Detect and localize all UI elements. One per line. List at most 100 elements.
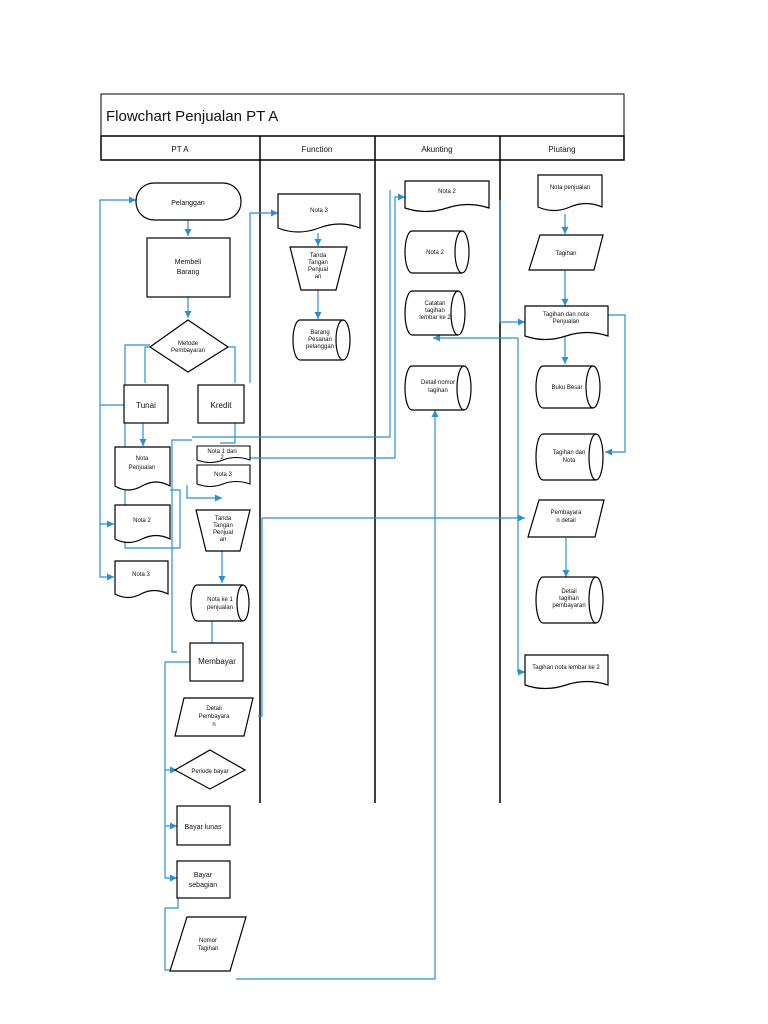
svg-text:Pesanan: Pesanan: [308, 337, 332, 343]
node-bayar-lunas: Bayar lunas: [176, 805, 231, 846]
svg-text:Pembayara: Pembayara: [551, 510, 582, 516]
svg-text:Nota: Nota: [136, 456, 149, 462]
svg-text:Nota: Nota: [563, 458, 576, 464]
svg-text:Nota 2: Nota 2: [133, 518, 151, 524]
svg-text:Barang: Barang: [177, 269, 200, 276]
svg-text:an: an: [220, 537, 227, 543]
svg-text:Penjual: Penjual: [213, 530, 233, 536]
svg-text:Periode bayar: Periode bayar: [191, 769, 228, 775]
node-tagihan-nota-lembar2: Tagihan nota lembar ke 2: [524, 654, 609, 690]
node-nota2-doc-akunting: Nota 2: [404, 180, 490, 213]
svg-text:n detail: n detail: [556, 518, 575, 524]
node-catatan-tagihan: Catatan tagihan lembar ke 2: [404, 290, 466, 336]
svg-text:Nota 2: Nota 2: [426, 250, 444, 256]
svg-text:Tagihan dan: Tagihan dan: [553, 450, 586, 456]
svg-text:pelanggan: pelanggan: [306, 344, 334, 350]
lane-header-akunting: Akunting: [421, 145, 452, 154]
svg-text:Penjual: Penjual: [308, 267, 328, 273]
lane-header-row: PT A Function Akunting Piutang: [100, 135, 625, 161]
svg-text:Nota 1 dan: Nota 1 dan: [207, 449, 236, 455]
svg-text:Membeli: Membeli: [175, 259, 202, 266]
node-buku-besar: Buku Besar: [535, 365, 601, 409]
lane-header-pta: PT A: [171, 145, 189, 154]
svg-text:Nomor: Nomor: [199, 938, 217, 944]
node-tagihan-nota-penjualan: Tagihan dan nota Penjualan: [524, 305, 609, 341]
svg-text:Tunai: Tunai: [136, 401, 156, 410]
node-nota-ke1-penjualan: Nota ke 1 penjualan: [190, 584, 250, 622]
node-nota-penjualan-piutang: Nota penjualan: [537, 174, 603, 212]
svg-text:Tagihan: Tagihan: [197, 946, 218, 952]
page-title: Flowchart Penjualan PT A: [106, 108, 278, 125]
svg-text:Bayar: Bayar: [194, 872, 213, 879]
node-nota3-pta: Nota 3: [114, 560, 169, 599]
svg-text:Tangan: Tangan: [308, 260, 328, 266]
svg-text:Tagihan nota lembar ke 2: Tagihan nota lembar ke 2: [532, 665, 600, 671]
svg-text:an: an: [315, 274, 322, 280]
node-tanda-tangan-pta: Tanda Tangan Penjual an: [195, 509, 251, 552]
node-pelanggan: Pelanggan: [135, 182, 242, 221]
svg-text:pembayaran: pembayaran: [552, 603, 585, 609]
node-periode-bayar: Periode bayar: [173, 749, 247, 790]
node-detail-tagihan-pembayaran: Detail tagihan pembayaran: [535, 576, 604, 624]
svg-text:tagihan: tagihan: [559, 596, 579, 602]
svg-text:Nota 3: Nota 3: [214, 472, 232, 478]
svg-text:Penjualan: Penjualan: [553, 319, 580, 325]
node-detail-pembayaran: Detail Pembayara n: [174, 697, 254, 737]
svg-text:Nota 2: Nota 2: [438, 189, 456, 195]
svg-text:Nota penjualan: Nota penjualan: [550, 185, 590, 191]
svg-text:tagihan: tagihan: [425, 308, 445, 314]
node-membeli-barang: Membeli Barang: [146, 237, 231, 298]
svg-text:Buku Besar: Buku Besar: [551, 385, 582, 391]
title-box: Flowchart Penjualan PT A: [100, 93, 625, 137]
svg-text:Kredit: Kredit: [211, 401, 233, 410]
svg-text:Pelanggan: Pelanggan: [171, 200, 205, 207]
svg-text:penjualan: penjualan: [207, 605, 233, 611]
svg-text:Nota 3: Nota 3: [310, 208, 328, 214]
node-membayar: Membayar: [189, 642, 244, 682]
svg-text:Membayar: Membayar: [198, 657, 236, 666]
connectors: [99, 190, 626, 980]
node-tanda-tangan-function: Tanda Tangan Penjual an: [289, 246, 348, 291]
node-pembayaran-detail: Pembayara n detail: [527, 499, 605, 538]
svg-text:Pembayaran: Pembayaran: [171, 348, 205, 354]
node-bayar-sebagian: Bayar sebagian: [176, 860, 231, 899]
node-detail-nomor-tagihan: Detail nomor tagihan: [404, 365, 472, 411]
node-nota2-pta: Nota 2: [114, 504, 171, 544]
svg-text:Penjualan: Penjualan: [129, 465, 156, 471]
node-nota3-function: Nota 3: [277, 193, 361, 233]
svg-text:Catatan: Catatan: [424, 301, 445, 307]
svg-text:Detail nomor: Detail nomor: [421, 380, 455, 386]
svg-text:Detail: Detail: [561, 589, 576, 595]
node-barang-pesanan: Barang Pesanan pelanggan: [292, 319, 351, 361]
lane-header-piutang: Piutang: [548, 145, 575, 154]
node-tunai: Tunai: [123, 384, 169, 424]
node-nota3-kredit: Nota 3: [196, 464, 251, 488]
svg-text:2: 2: [220, 455, 224, 461]
node-tagihan-dan-nota: Tagihan dan Nota: [535, 433, 604, 481]
svg-text:tagihan: tagihan: [428, 388, 448, 394]
node-nota-penjualan-pta: Nota Penjualan: [114, 446, 171, 491]
node-metode-pembayaran: Metode Pembayaran: [148, 319, 230, 373]
svg-text:sebagian: sebagian: [189, 882, 218, 889]
svg-text:Nota 3: Nota 3: [132, 572, 150, 578]
node-nota-1-dan-2: Nota 1 dan 2: [196, 445, 251, 464]
node-tagihan: Tagihan: [528, 234, 604, 271]
svg-text:lembar ke 2: lembar ke 2: [419, 315, 451, 321]
svg-text:Detail: Detail: [206, 706, 221, 712]
svg-text:Tanda: Tanda: [310, 253, 327, 259]
svg-text:Metode: Metode: [178, 341, 199, 347]
svg-text:Nota ke 1: Nota ke 1: [207, 597, 233, 603]
node-nota2-db-akunting: Nota 2: [404, 230, 470, 274]
node-kredit: Kredit: [197, 384, 245, 424]
svg-text:Pembayara: Pembayara: [199, 714, 230, 720]
svg-text:Tanda: Tanda: [215, 516, 232, 522]
svg-text:n: n: [212, 722, 215, 728]
svg-text:Tagihan dan nota: Tagihan dan nota: [543, 312, 590, 318]
node-nomor-tagihan: Nomor Tagihan: [169, 916, 247, 972]
svg-text:Tangan: Tangan: [213, 523, 233, 529]
lane-header-function: Function: [302, 145, 333, 154]
svg-text:Tagihan: Tagihan: [555, 251, 576, 257]
svg-text:Barang: Barang: [310, 330, 329, 336]
svg-text:Bayar lunas: Bayar lunas: [185, 824, 222, 831]
